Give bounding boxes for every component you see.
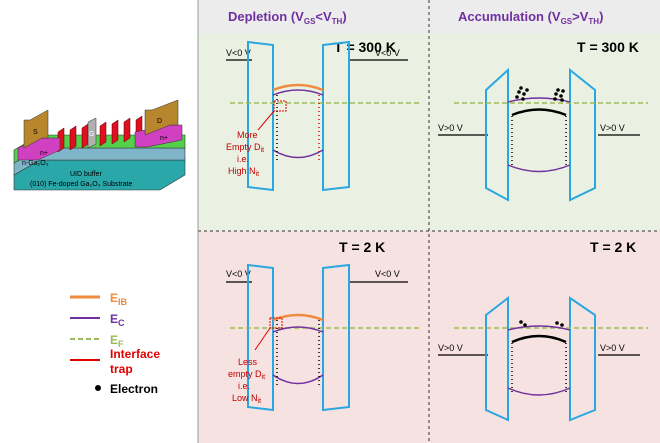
right-voltage-label: V>0 V [600,343,625,353]
eib-band [272,83,324,92]
left-voltage-label: V<0 V [226,269,251,279]
right-voltage-label: V>0 V [600,123,625,133]
right-barrier [569,296,596,422]
right-barrier [569,67,596,202]
highlight-box [269,317,283,329]
temp-label: T = 2 K [339,239,385,255]
ec-band-lower [507,164,571,173]
legend-trap-label-2: trap [110,362,133,376]
temp-label: T = 2 K [590,239,636,255]
gate-contact [87,117,97,149]
drain-contact [144,99,179,136]
drain-label: D [157,118,162,125]
legend-ef-label: EF [110,333,124,349]
legend-electron-label: Electron [110,382,158,396]
right-barrier [322,40,350,192]
highlight-box [273,100,287,112]
left-barrier [247,263,274,412]
electron-layer [511,108,567,117]
eib-band [272,313,324,322]
panel-accumulation-300k: T = 300 K V>0 V V>0 V [438,39,648,202]
ec-band [507,97,571,103]
buffer-label: UID buffer [70,171,102,178]
ec-band-lower [272,149,324,159]
substrate-label: (010) Fe-doped Ga₂O₃ Substrate [30,181,133,188]
electrons [519,320,564,327]
ec-band-lower [272,374,324,385]
left-barrier [485,67,509,202]
annotation-line-4: Low Nit [232,393,261,405]
annotation-line-3: i.e. [237,154,249,164]
left-barrier [485,295,509,422]
panel-accumulation-2k: T = 2 K V>0 V V>0 V [438,239,648,422]
electron-cluster-left [515,86,529,101]
annotation-line-1: More [237,130,258,140]
legend-ec-label: EC [110,312,125,328]
right-voltage-label: V<0 V [375,48,400,58]
right-voltage-label: V<0 V [375,269,400,279]
channel-label: n-Ga₂O₃ [22,160,49,167]
nplus-right-label: n+ [160,135,168,142]
accumulation-header: Accumulation (VGS>VTH) [458,9,603,26]
ec-band [507,325,571,331]
ec-band-lower [507,387,571,396]
gate-label: G [89,131,94,138]
header-row [198,0,660,34]
annotation-line-1: Less [238,357,258,367]
legend-eib-label: EIB [110,291,128,307]
electron-layer [511,334,567,344]
legend-electron-swatch [95,385,101,391]
panel-depletion-300k: T = 300 K V<0 V V<0 V More Empty Dit i.e… [226,39,420,192]
left-voltage-label: V>0 V [438,123,463,133]
left-voltage-label: V<0 V [226,48,251,58]
electron-cluster-right [553,88,565,102]
depletion-header: Depletion (VGS<VTH) [228,9,347,26]
legend: EIB EC EF Interface trap Electron [70,291,160,396]
left-voltage-label: V>0 V [438,343,463,353]
annotation-line-2: Empty Dit [226,142,264,154]
source-contact [23,109,49,149]
device-schematic: S D G n+ n+ n-Ga₂O₃ UID buffer (010) Fe-… [13,99,186,191]
source-label: S [33,129,38,136]
annotation-line-3: i.e. [238,381,250,391]
right-barrier [322,263,350,412]
temp-label: T = 300 K [577,39,639,55]
annotation-line-4: High Nit [228,166,259,178]
ec-band [272,89,324,96]
annotation-line-2: empty Dit [228,369,265,381]
legend-trap-label-1: Interface [110,347,160,361]
left-barrier [247,40,274,192]
ec-band [272,326,324,333]
panel-depletion-2k: T = 2 K V<0 V V<0 V Less empty Dit i.e. … [226,239,420,412]
nplus-left-label: n+ [40,150,48,157]
